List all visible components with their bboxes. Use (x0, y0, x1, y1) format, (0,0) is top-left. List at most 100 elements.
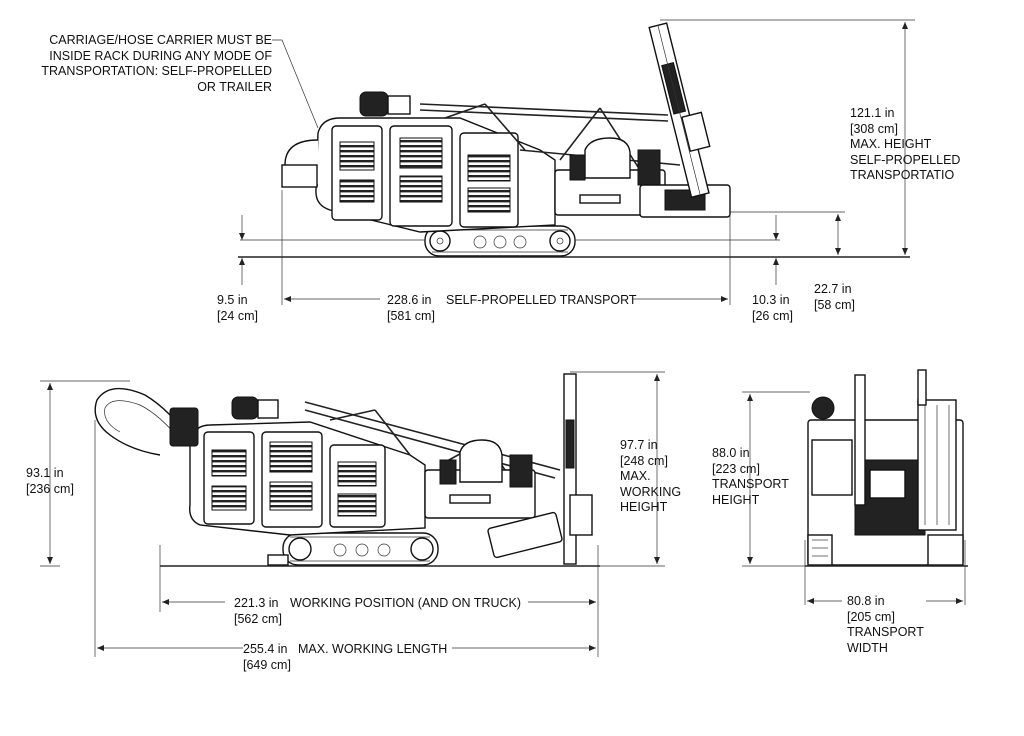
dim-caption: WIDTH (847, 640, 888, 655)
side-panel (811, 439, 853, 496)
track-assembly (282, 532, 439, 566)
carrier-transport-note: CARRIAGE/HOSE CARRIER MUST BE INSIDE RAC… (32, 33, 272, 95)
max-working-length-dimension: 255.4 in [649 cm] (243, 642, 291, 673)
dim-caption: SELF-PROPELLED (850, 152, 961, 167)
dim-value-in: 9.5 in (217, 293, 248, 307)
vent-grill (339, 141, 375, 171)
dim-value-cm: [205 cm] (847, 609, 895, 624)
track-idler (288, 537, 312, 561)
dim-value-in: 80.8 in (847, 594, 885, 608)
dim-value-in: 93.1 in (26, 466, 64, 480)
engine-turbo (231, 396, 259, 420)
rear-clearance-dimension: 10.3 in [26 cm] (752, 293, 793, 324)
dim-value-in: 121.1 in (850, 106, 895, 120)
dim-caption: TRANSPORTATIO (850, 168, 955, 182)
nameplate (579, 194, 621, 204)
drill-mast (648, 22, 711, 199)
dim-value-in: 255.4 in (243, 642, 288, 656)
working-height-dimension: 97.7 in [248 cm] MAX. WORKING HEIGHT (620, 438, 681, 516)
mast-post (854, 374, 866, 506)
transport-length-caption: SELF-PROPELLED TRANSPORT (446, 293, 637, 307)
dim-value-cm: [248 cm] (620, 453, 668, 468)
dim-value-cm: [236 cm] (26, 481, 74, 496)
dim-caption: MAX. (620, 469, 651, 483)
right-track (927, 534, 964, 566)
working-length-caption: WORKING POSITION (AND ON TRUCK) (290, 596, 522, 610)
dim-value-in: 97.7 in (620, 438, 658, 452)
dim-value-in: 228.6 in (387, 293, 432, 307)
dim-caption: MAX. HEIGHT (850, 137, 932, 151)
vent-grill (399, 137, 443, 169)
working-length-dimension: 221.3 in [562 cm] (234, 596, 282, 627)
dim-value-cm: [26 cm] (752, 308, 793, 323)
engine-turbo (359, 91, 389, 117)
hose-carrier-pivot (169, 407, 199, 447)
rear-height-dimension: 22.7 in [58 cm] (814, 282, 855, 313)
track-idler (429, 230, 451, 252)
vent-grill (211, 485, 247, 511)
vent-grill (337, 461, 377, 487)
note-line: TRANSPORTATION: SELF-PROPELLED (41, 64, 272, 78)
vise-assembly (487, 511, 563, 559)
machine-front-view (807, 369, 964, 566)
vent-grill (399, 175, 443, 203)
control-console (637, 149, 661, 186)
engine-turbo (811, 396, 835, 420)
dim-value-cm: [562 cm] (234, 611, 282, 626)
dim-caption: WORKING (620, 484, 682, 499)
dim-value-cm: [58 cm] (814, 297, 855, 312)
machine-transport-view (281, 22, 731, 257)
dim-value-in: 22.7 in (814, 282, 852, 296)
transport-width-dimension: 80.8 in [205 cm] TRANSPORT WIDTH (847, 594, 924, 656)
max-working-length-caption: MAX. WORKING LENGTH (298, 642, 448, 656)
dimension-lines-side (40, 371, 665, 657)
control-console (509, 454, 533, 488)
vent-grill (211, 449, 247, 477)
nameplate (449, 494, 491, 504)
dim-caption: TRANSPORT (847, 625, 924, 639)
dimension-lines-front (742, 391, 966, 605)
air-cleaner (387, 95, 411, 115)
dim-value-cm: [223 cm] (712, 461, 760, 476)
mast-gearbox (569, 494, 593, 536)
operator-seat (584, 137, 631, 179)
vent-grill (339, 179, 375, 203)
dim-caption: HEIGHT (620, 500, 668, 514)
front-stake (267, 554, 289, 566)
note-line: INSIDE RACK DURING ANY MODE OF (49, 48, 272, 63)
vent-grill (467, 187, 511, 213)
track-sprocket (549, 230, 571, 252)
dim-value-cm: [308 cm] (850, 121, 898, 136)
max-height-dimension: 121.1 in [308 cm] MAX. HEIGHT SELF-PROPE… (850, 106, 960, 184)
dimension-lines-top (239, 19, 915, 305)
dim-value-cm: [24 cm] (217, 308, 258, 323)
transport-height-dimension: 88.0 in [223 cm] TRANSPORT HEIGHT (712, 446, 789, 508)
vent-grill (467, 154, 511, 182)
left-track (807, 534, 833, 566)
mast-carriage (565, 419, 575, 469)
mast-post (917, 369, 927, 406)
overall-height-dimension: 93.1 in [236 cm] (26, 466, 74, 497)
dim-value-in: 10.3 in (752, 293, 790, 307)
operator-seat (459, 439, 503, 483)
dim-value-in: 88.0 in (712, 446, 750, 460)
hose-carrier (94, 387, 191, 456)
control-console (439, 459, 457, 485)
front-clearance-dimension: 9.5 in [24 cm] (217, 293, 258, 324)
vent-grill (269, 441, 313, 473)
front-mount (281, 164, 318, 188)
air-cleaner (257, 399, 279, 419)
dim-caption: TRANSPORT (712, 477, 789, 491)
machine-working-view (94, 373, 593, 566)
vent-grill (337, 493, 377, 517)
vent-grill (269, 481, 313, 511)
transport-length-dimension: 228.6 in [581 cm] (387, 293, 435, 324)
side-door-1 (331, 125, 383, 221)
valve-block (869, 469, 906, 499)
dim-value-cm: [581 cm] (387, 308, 435, 323)
dim-value-cm: [649 cm] (243, 657, 291, 672)
control-console (569, 154, 586, 181)
dim-value-in: 221.3 in (234, 596, 279, 610)
